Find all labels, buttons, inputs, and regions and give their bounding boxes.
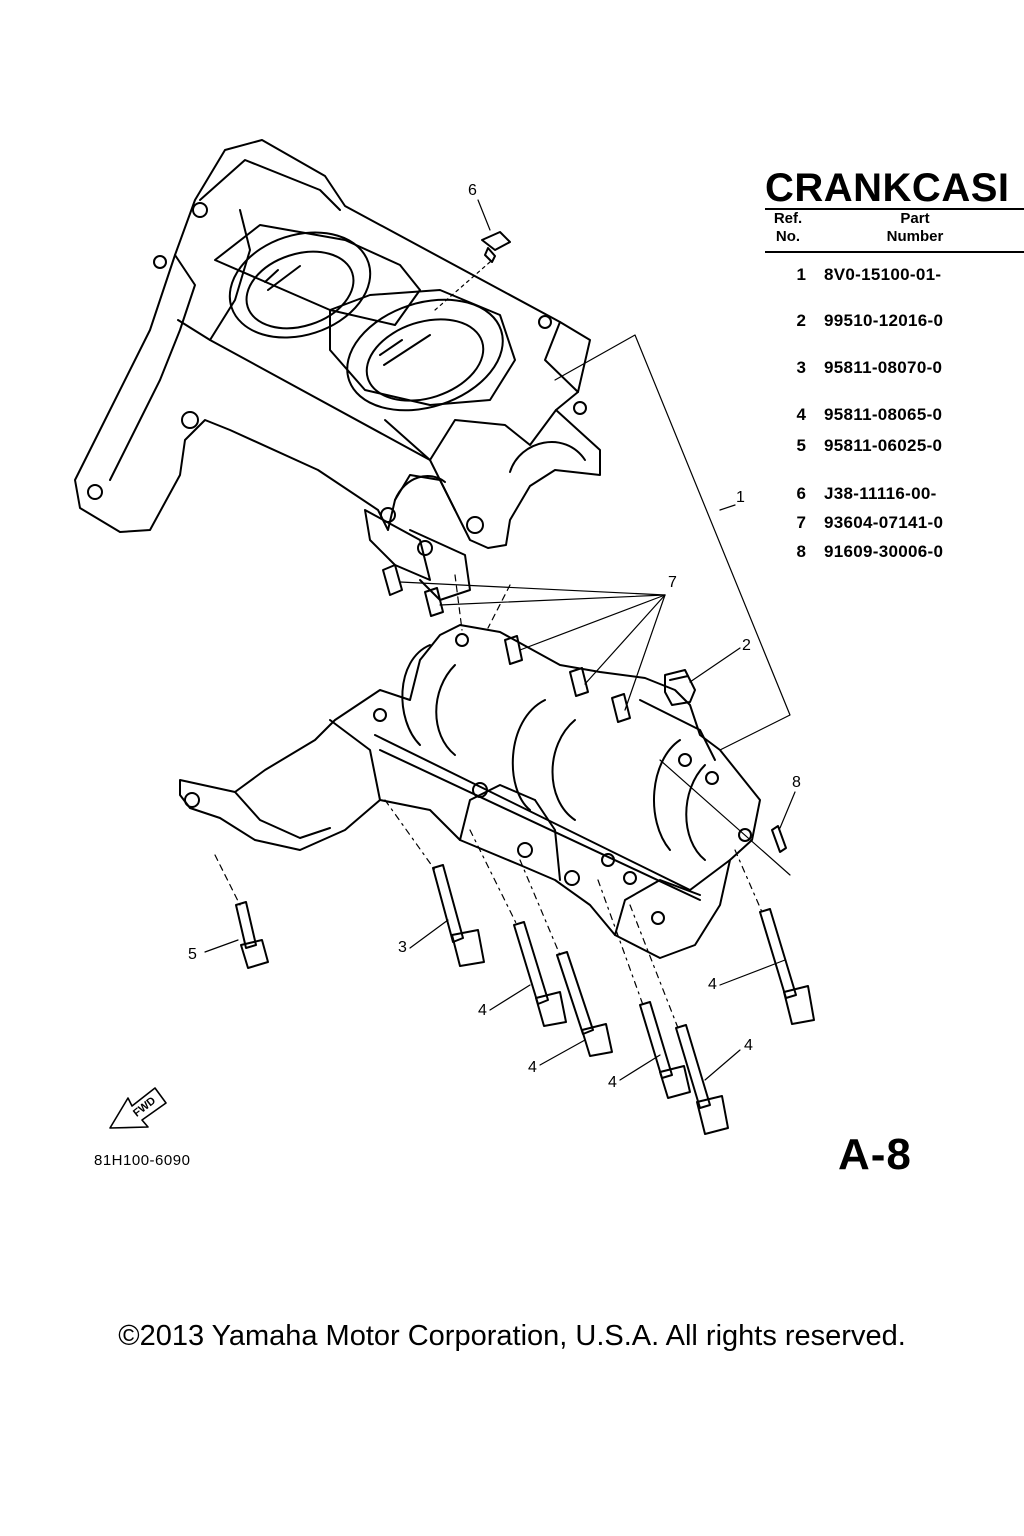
title-rule xyxy=(765,208,1024,210)
ref-no: 3 xyxy=(796,358,806,377)
callout-4: 4 xyxy=(744,1037,753,1054)
callout-5: 5 xyxy=(188,946,197,963)
part-number: 93604-07141-0 xyxy=(824,513,944,532)
callout-4: 4 xyxy=(608,1074,617,1091)
ref-no-header: Ref. No. xyxy=(773,210,803,245)
ref-no: 4 xyxy=(796,405,806,424)
copyright-notice: ©2013 Yamaha Motor Corporation, U.S.A. A… xyxy=(118,1320,906,1352)
callout-4: 4 xyxy=(708,976,717,993)
leader-lines xyxy=(205,200,795,1080)
part-number: 95811-08070-0 xyxy=(824,358,943,377)
parts-list-title: CRANKCASI xyxy=(765,168,1010,210)
ref-no: 6 xyxy=(796,484,806,503)
pin-8 xyxy=(772,826,786,852)
part-number: 95811-06025-0 xyxy=(824,436,943,455)
part-number: 91609-30006-0 xyxy=(824,542,944,561)
drawing-code: 81H100-6090 xyxy=(94,1152,191,1169)
callout-4: 4 xyxy=(528,1059,537,1076)
lower-crankcase xyxy=(180,625,760,958)
dowel-pins xyxy=(383,565,630,722)
part-number: 99510-12016-0 xyxy=(824,311,944,330)
ref-no: 1 xyxy=(796,265,806,284)
upper-crankcase xyxy=(75,140,600,600)
callout-6: 6 xyxy=(468,182,477,199)
part-number: 8V0-15100-01- xyxy=(824,265,942,284)
callout-8: 8 xyxy=(792,774,801,791)
part-number: 95811-08065-0 xyxy=(824,405,943,424)
page-label: A-8 xyxy=(838,1130,912,1179)
part-number-header: Part Number xyxy=(886,210,944,245)
callout-3: 3 xyxy=(398,939,407,956)
plug-2 xyxy=(665,670,695,705)
ref-no: 7 xyxy=(796,513,806,532)
header-rule xyxy=(765,251,1024,253)
part-number: J38-11116-00- xyxy=(824,484,937,503)
fwd-arrow-icon xyxy=(110,1088,166,1128)
fwd-label: FWD xyxy=(131,1095,158,1120)
callout-1: 1 xyxy=(736,489,745,506)
bolts xyxy=(236,865,814,1134)
ref-no: 2 xyxy=(796,311,806,330)
parts-list-panel: CRANKCASI Ref. No. Part Number 1 8V0-151… xyxy=(765,168,1024,588)
callout-7: 7 xyxy=(668,574,677,591)
ref-no: 5 xyxy=(796,436,806,455)
stud-6 xyxy=(482,232,510,262)
callout-2: 2 xyxy=(742,637,751,654)
ref-no: 8 xyxy=(796,542,806,561)
callout-4: 4 xyxy=(478,1002,487,1019)
